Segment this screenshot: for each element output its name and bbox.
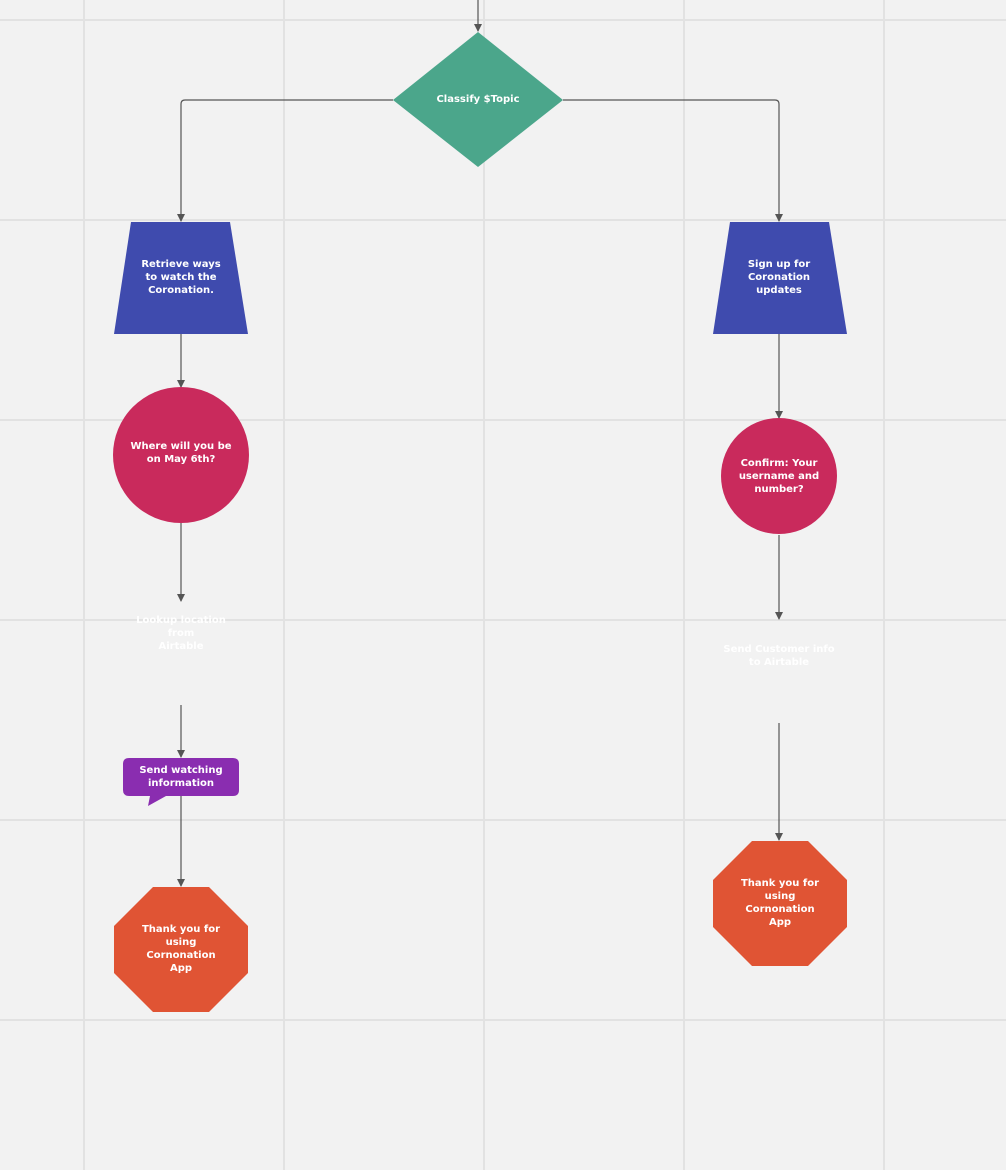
- connector-classify-signup: [563, 99, 783, 222]
- connector-classify-retrieve: [177, 99, 393, 222]
- process-node-sign-up-updates[interactable]: [713, 222, 847, 334]
- process-node-retrieve-ways[interactable]: [114, 222, 248, 334]
- message-node-send-watching-information[interactable]: [123, 758, 239, 806]
- decision-node-classify-topic[interactable]: [393, 32, 563, 167]
- end-node-thank-you-right[interactable]: [713, 841, 847, 966]
- end-node-thank-you-left[interactable]: [114, 887, 248, 1012]
- prompt-node-confirm-username[interactable]: [721, 418, 837, 534]
- prompt-node-where-will-you-be[interactable]: [113, 387, 249, 523]
